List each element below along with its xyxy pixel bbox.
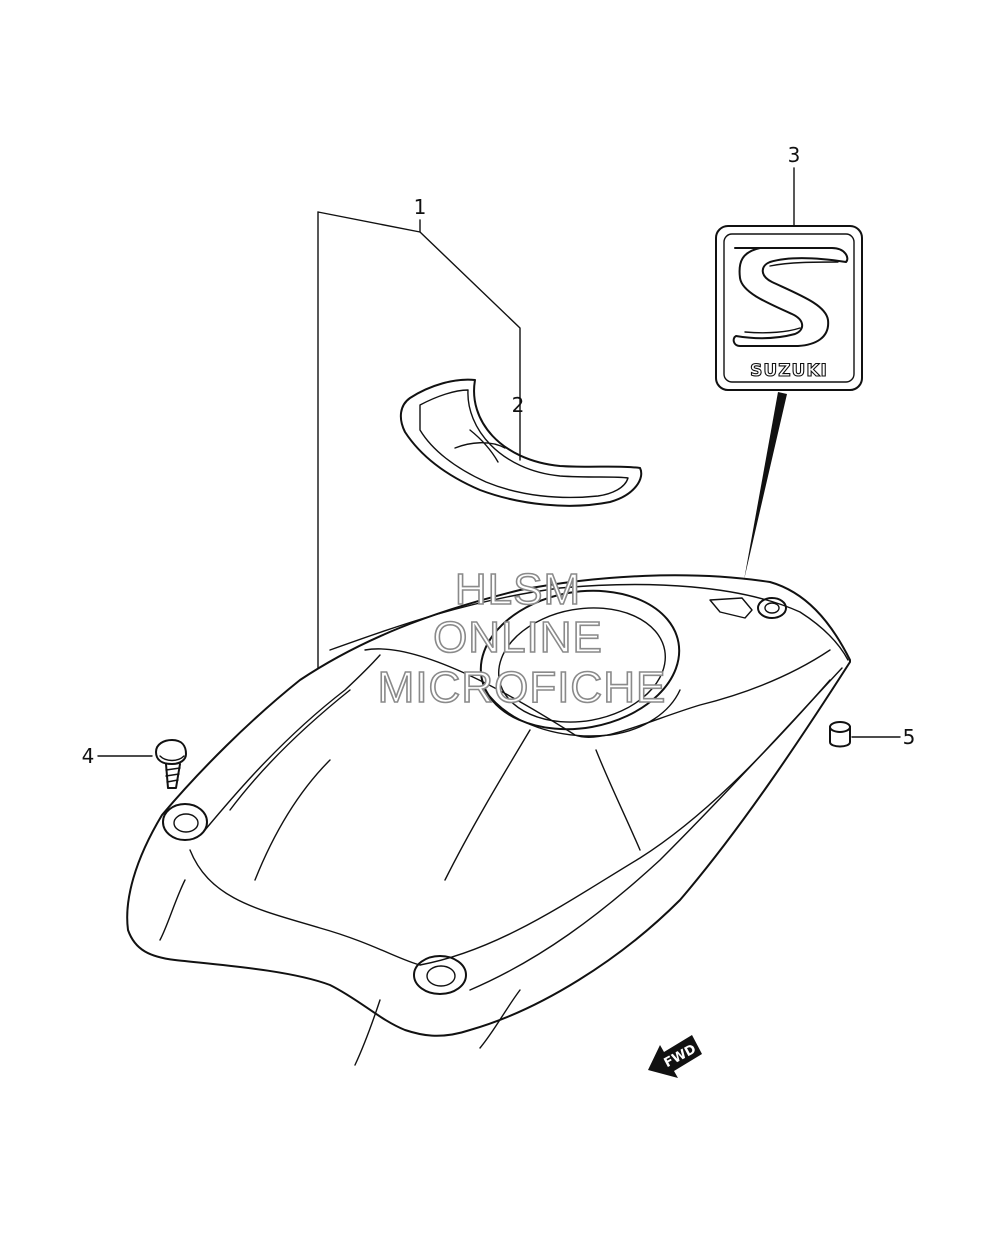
tank-pad-graphic	[454, 429, 506, 463]
callout-5: 5	[903, 725, 916, 749]
bracket-1	[317, 211, 521, 669]
suzuki-emblem[interactable]: SUZUKI	[715, 225, 863, 391]
tank-cover-crease-b	[444, 729, 531, 881]
callout-4: 4	[82, 744, 95, 768]
forward-direction-arrow-icon: FWD	[648, 1035, 702, 1078]
watermark-line-2: ONLINE	[433, 613, 603, 662]
tank-cover-left-crease-2	[229, 689, 351, 811]
watermark-line-3: MICROFICHE	[378, 663, 667, 712]
emblem-outer-frame	[715, 225, 863, 391]
tank-cover-right-crease-2	[469, 667, 843, 991]
tank-cover[interactable]	[126, 574, 851, 1066]
mount-hole-front	[413, 955, 467, 995]
emblem-recess	[709, 597, 753, 619]
tank-cover-left-crease	[204, 654, 381, 831]
fuel-cap-opening-outer	[479, 589, 681, 731]
callout-1: 1	[414, 195, 427, 219]
grommet[interactable]	[829, 721, 851, 748]
tank-cover-crease-d	[159, 879, 186, 941]
callout-3: 3	[788, 143, 801, 167]
callout-2: 2	[512, 393, 525, 417]
fuel-cap-opening-inner	[498, 607, 666, 723]
watermark: HLSM ONLINE MICROFICHE	[377, 564, 667, 713]
tank-cover-front-lip	[189, 849, 421, 966]
emblem-inner-frame	[723, 233, 855, 383]
tank-cover-crease-e	[354, 999, 381, 1066]
tank-pad-inner-edge	[419, 389, 629, 499]
emblem-brand-text: SUZUKI	[750, 361, 828, 381]
tank-cover-crease-c	[595, 749, 641, 851]
tank-pad-outline	[399, 378, 643, 507]
emblem-pointer	[744, 392, 787, 580]
tank-cover-right-crease	[419, 679, 831, 966]
fuel-cap-opening-flange	[484, 689, 681, 737]
watermark-line-1: HLSM	[455, 565, 581, 614]
tank-cover-crease-f	[479, 989, 521, 1049]
mount-hole-left	[162, 803, 208, 841]
tank-cover-top-ridge	[329, 583, 849, 661]
screw[interactable]	[155, 739, 187, 789]
tank-cover-crease-a	[254, 759, 331, 881]
tank-pad[interactable]	[399, 378, 643, 507]
suzuki-s-logo-icon	[732, 247, 849, 347]
mount-hole-rear	[757, 597, 787, 619]
leader-lines	[97, 167, 901, 757]
